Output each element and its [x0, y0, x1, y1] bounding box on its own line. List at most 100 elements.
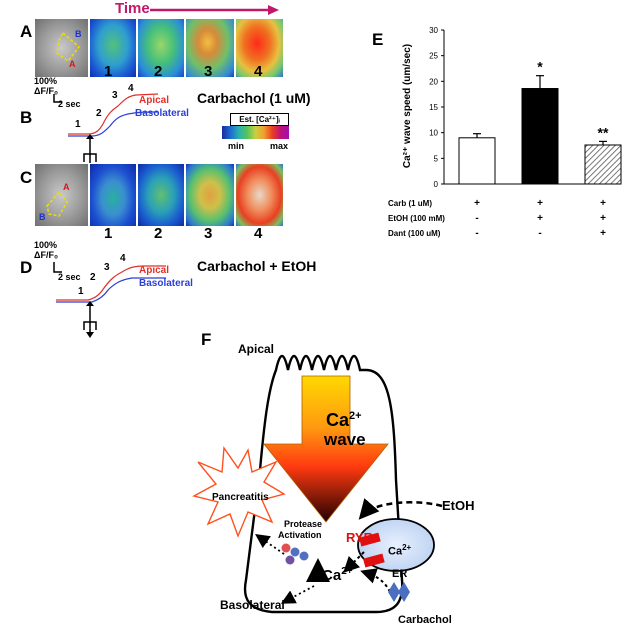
y-tick-label: 10: [429, 129, 438, 138]
pancreatitis-label: Pancreatitis: [212, 492, 269, 503]
condition-label-1: Carb (1 uM): [388, 199, 432, 208]
condition-sign: +: [600, 198, 606, 209]
scale-dff-b: ΔF/F₀: [34, 86, 59, 96]
trace-mark-d3: 3: [104, 262, 110, 273]
apical-trace-d: [56, 265, 166, 301]
calcium-frame-a2: [137, 18, 185, 78]
schematic-f: [192, 354, 443, 614]
time-label: Time: [115, 0, 150, 17]
cell-outline: [243, 354, 404, 614]
protease-label-line1: Protease: [284, 519, 323, 529]
ryr-label: RYR: [346, 530, 373, 545]
colorbar-min: min: [228, 141, 245, 151]
calcium-frame-c1: [89, 163, 137, 227]
protease-label-line2: Activation: [278, 530, 322, 540]
basolateral-label-f: Basolateral: [220, 598, 285, 612]
colorbar-max: max: [270, 141, 289, 151]
protease-granule: [299, 551, 309, 561]
carbachol-arrow: [360, 568, 391, 593]
basolateral-trace-b: [68, 111, 159, 137]
protease-granule: [281, 543, 291, 553]
colorbar-gradient: [222, 126, 289, 139]
basolateral-label-d: Basolateral: [139, 278, 193, 289]
scale-amp-d: 100%: [34, 240, 58, 250]
wave-label: Ca2+: [326, 410, 362, 430]
significance-marker-3: **: [598, 124, 609, 140]
trace-plot-b: [53, 93, 159, 170]
basolateral-label-b: Basolateral: [135, 108, 189, 119]
er-label: ER: [392, 568, 408, 580]
condition-label-2: EtOH (100 mM): [388, 214, 445, 223]
ryr-channel-1: [359, 532, 381, 547]
condition-sign: +: [600, 228, 606, 239]
apical-trace-b: [68, 93, 159, 135]
frame-number-a3: 3: [204, 63, 213, 80]
trace-mark-d1: 1: [78, 286, 84, 297]
condition-sign: +: [537, 213, 543, 224]
roi-a-label: A: [69, 59, 76, 69]
carbachol-receptor: [398, 582, 410, 602]
calcium-frame-a3: [185, 18, 235, 78]
carbachol-receptor: [388, 582, 400, 602]
bar-3: [584, 144, 622, 185]
etoh-arrow: [358, 498, 443, 520]
frame-number-a1: 1: [104, 63, 113, 80]
roi-b-label-c: B: [39, 212, 46, 222]
ryr-channel-2: [363, 553, 385, 568]
roi-b-label: B: [75, 29, 82, 39]
frame-number-a2: 2: [154, 63, 163, 80]
bar-1: [458, 137, 496, 185]
brightfield-image-c: A B: [34, 163, 89, 227]
y-tick-label: 15: [429, 103, 438, 112]
y-tick-label: 0: [434, 180, 439, 189]
y-tick-label: 5: [434, 154, 439, 163]
trace-mark-b4: 4: [128, 83, 134, 94]
calcium-wave-arrow: [263, 375, 389, 523]
y-axis-label: Ca²⁺ wave speed (um/sec): [402, 44, 413, 168]
frame-number-c3: 3: [204, 225, 213, 242]
condition-sign: +: [600, 213, 606, 224]
significance-marker-2: *: [537, 59, 543, 75]
colorbar-title: Est. [Ca²⁺]ᵢ: [230, 113, 289, 126]
panel-label-a: A: [20, 22, 33, 41]
condition-label-3: Dant (100 uM): [388, 229, 441, 238]
etoh-label: EtOH: [442, 498, 475, 513]
condition-sign: -: [475, 213, 478, 224]
trace-plot-d: [53, 262, 166, 338]
trace-mark-d4: 4: [120, 253, 126, 264]
panel-label-e: E: [372, 30, 384, 49]
carbachol-label: Carbachol: [398, 614, 452, 626]
wave-word: wave: [324, 430, 366, 449]
trace-mark-b3: 3: [112, 90, 118, 101]
apical-label-d: Apical: [139, 265, 170, 276]
protease-granule: [290, 547, 300, 557]
frame-number-c4: 4: [254, 225, 263, 242]
cytosolic-calcium-label: Ca2+: [322, 566, 353, 584]
trace-mark-b1: 1: [75, 119, 81, 130]
panel-label-f: F: [201, 330, 212, 349]
condition-sign: -: [475, 228, 478, 239]
frame-number-a4: 4: [254, 63, 263, 80]
frame-number-c2: 2: [154, 225, 163, 242]
condition-table: Carb (1 uM)+++EtOH (100 mM)-++Dant (100 …: [388, 198, 606, 239]
calcium-frame-c2: [137, 163, 185, 227]
panel-label-c: C: [20, 168, 33, 187]
calcium-frame-a4: [235, 18, 284, 78]
y-tick-label: 25: [429, 52, 438, 61]
y-tick-label: 20: [429, 77, 438, 86]
bar-2: [521, 88, 559, 185]
panel-label-d: D: [20, 258, 33, 277]
er-calcium-label: Ca2+: [388, 543, 412, 558]
time-arrow: [150, 5, 279, 15]
apical-label-b: Apical: [139, 95, 170, 106]
pancreatitis-arrow: [255, 533, 285, 555]
activation-arrow: [280, 585, 315, 604]
calcium-frame-c4: [235, 163, 284, 227]
protease-granule: [285, 555, 295, 565]
panel-label-b: B: [20, 108, 33, 127]
scale-bar-d: [53, 262, 62, 273]
frame-number-c1: 1: [104, 225, 113, 242]
pancreatitis-burst: [192, 446, 286, 538]
scale-dff-d: ΔF/F₀: [34, 250, 59, 260]
